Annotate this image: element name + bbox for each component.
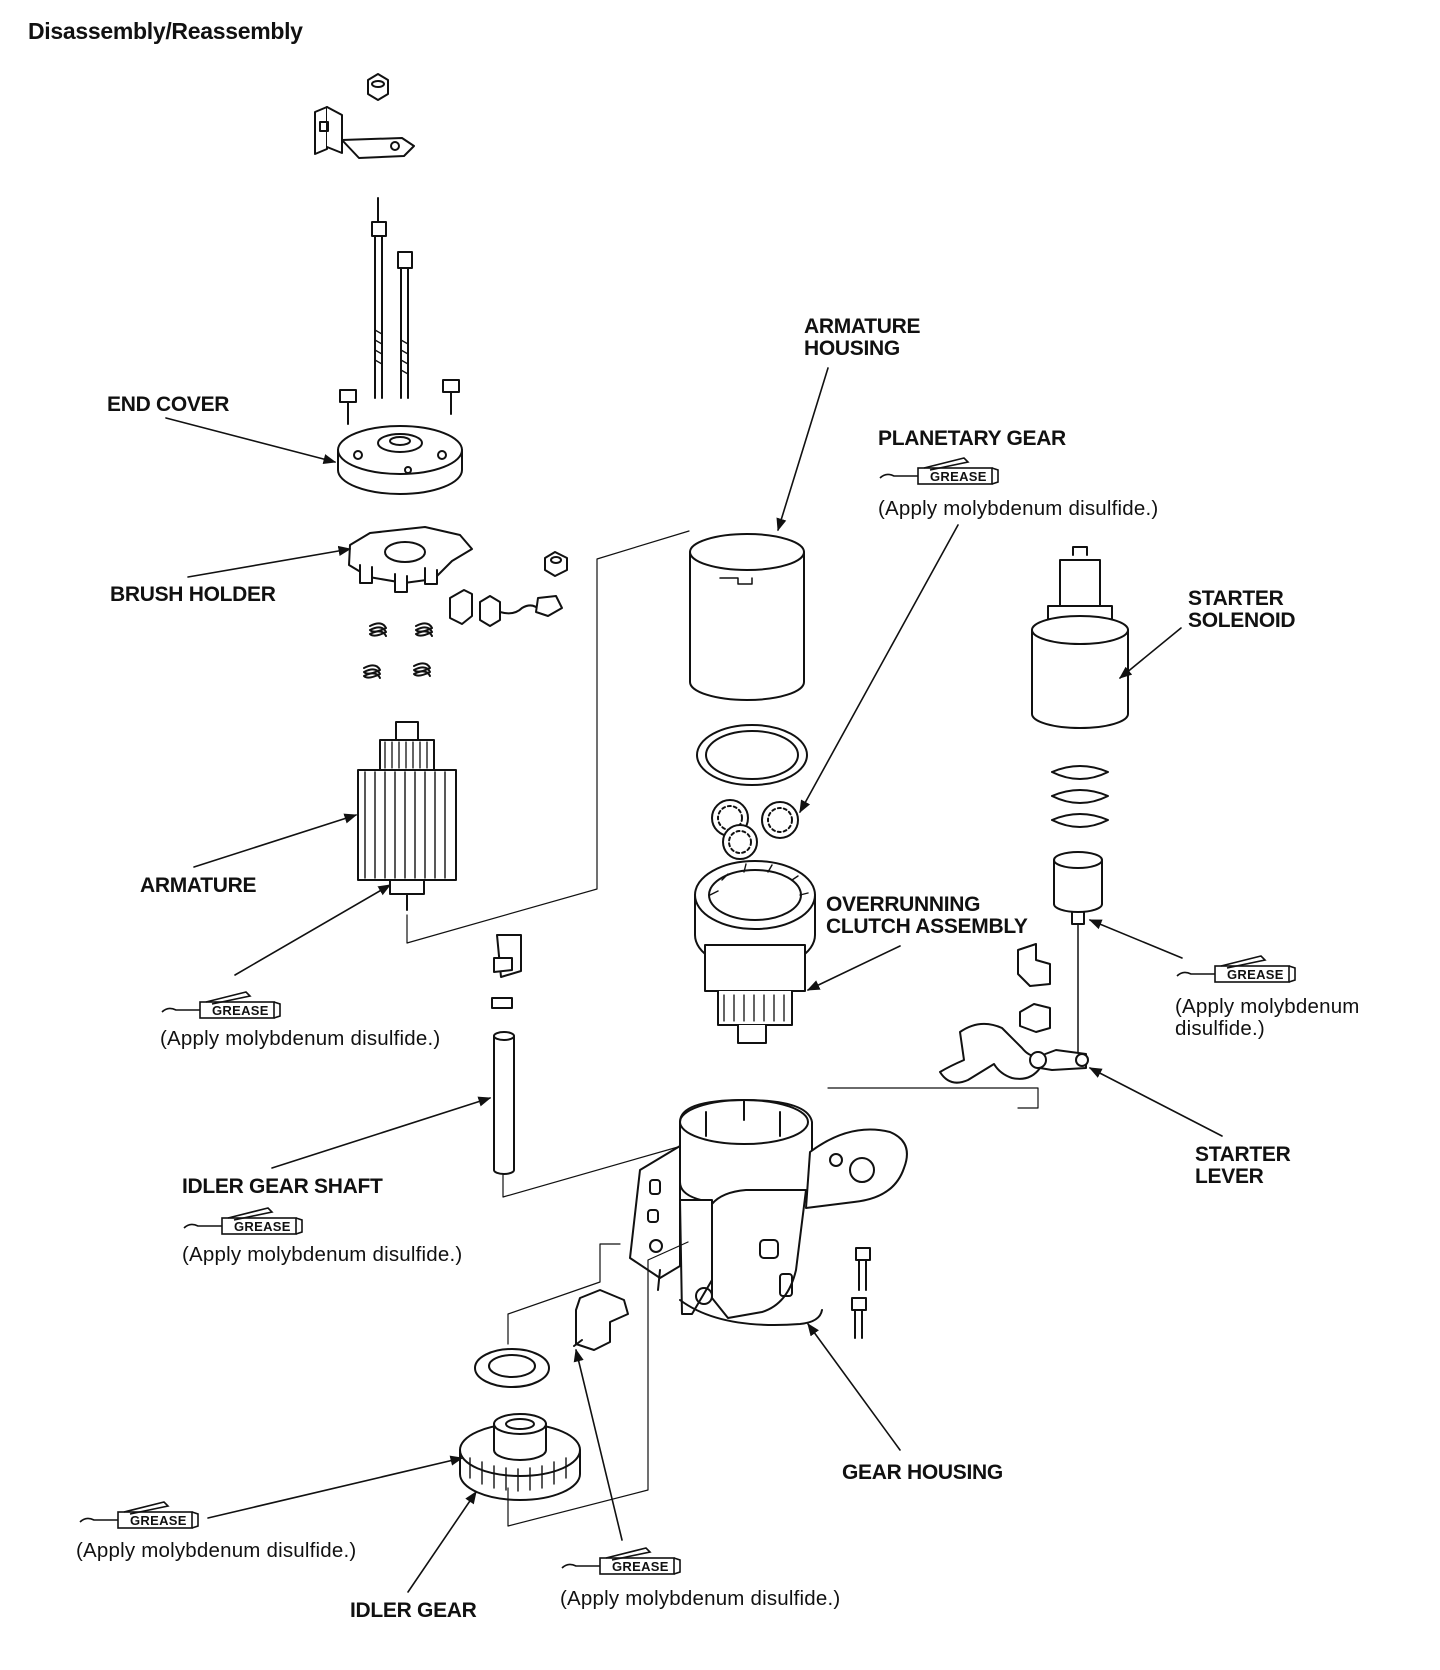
housing-bolts bbox=[851, 1247, 871, 1339]
grease-badge-retainer: GREASE bbox=[560, 1546, 682, 1578]
label-end-cover: END COVER bbox=[107, 393, 230, 416]
brush-lead bbox=[449, 589, 563, 627]
screw-right bbox=[442, 379, 460, 415]
grease-badge-armature: GREASE bbox=[160, 990, 282, 1022]
starter-lever-part bbox=[939, 1022, 1089, 1084]
terminal-bracket bbox=[314, 106, 415, 159]
grease-badge-plunger: GREASE bbox=[1175, 954, 1297, 986]
grease-badge-idler-gear: GREASE bbox=[78, 1500, 200, 1532]
thrust-washer bbox=[474, 1348, 550, 1388]
plunger-part bbox=[1053, 851, 1103, 1063]
note-idler-gear-shaft: (Apply molybdenum disulfide.) bbox=[182, 1243, 463, 1266]
label-armature: ARMATURE bbox=[140, 874, 257, 897]
note-planetary-gear: (Apply molybdenum disulfide.) bbox=[878, 497, 1159, 520]
lever-dampers bbox=[1017, 943, 1051, 1033]
callout-arrows bbox=[165, 367, 1223, 1593]
grease-badge-planetary: GREASE bbox=[878, 456, 1000, 488]
terminal-nut bbox=[367, 73, 389, 101]
idler-gear-shaft-part bbox=[493, 1031, 515, 1175]
label-idler-gear-shaft: IDLER GEAR SHAFT bbox=[182, 1175, 383, 1198]
grease-badge-shaft: GREASE bbox=[182, 1206, 304, 1238]
label-brush-holder: BRUSH HOLDER bbox=[110, 583, 276, 606]
page-title: Disassembly/Reassembly bbox=[28, 18, 303, 44]
brush-holder-part bbox=[348, 526, 473, 593]
grease-word: GREASE bbox=[234, 1219, 291, 1234]
armature-housing-part bbox=[689, 533, 805, 701]
through-bolt-1 bbox=[371, 197, 387, 399]
grease-word: GREASE bbox=[612, 1559, 669, 1574]
grease-word: GREASE bbox=[130, 1513, 187, 1528]
assembly-guide-lines bbox=[406, 530, 1039, 1527]
brush-springs bbox=[363, 622, 433, 679]
lock-nut bbox=[544, 551, 568, 577]
gear-housing-part bbox=[629, 1099, 908, 1326]
planetary-gears-part bbox=[711, 799, 799, 860]
note-armature: (Apply molybdenum disulfide.) bbox=[160, 1027, 441, 1050]
label-planetary-gear: PLANETARY GEAR bbox=[878, 427, 1066, 450]
label-idler-gear: IDLER GEAR bbox=[350, 1599, 477, 1622]
housing-seal-ring bbox=[696, 724, 808, 786]
screw-left bbox=[339, 389, 357, 425]
grease-word: GREASE bbox=[212, 1003, 269, 1018]
note-plunger: (Apply molybdenum disulfide.) bbox=[1175, 995, 1360, 1040]
through-bolt-2 bbox=[397, 251, 413, 399]
note-retainer: (Apply molybdenum disulfide.) bbox=[560, 1587, 841, 1610]
shaft-retainer bbox=[491, 934, 522, 1009]
label-overrunning-clutch: OVERRUNNING CLUTCH ASSEMBLY bbox=[826, 893, 1028, 938]
armature-part bbox=[357, 721, 457, 911]
grease-word: GREASE bbox=[930, 469, 987, 484]
note-idler-gear: (Apply molybdenum disulfide.) bbox=[76, 1539, 357, 1562]
grease-word: GREASE bbox=[1227, 967, 1284, 982]
solenoid-spring bbox=[1051, 765, 1109, 828]
label-starter-solenoid: STARTER SOLENOID bbox=[1188, 587, 1296, 632]
idler-retainer bbox=[573, 1289, 629, 1351]
end-cover bbox=[337, 425, 463, 495]
idler-gear-part bbox=[459, 1413, 581, 1501]
label-gear-housing: GEAR HOUSING bbox=[842, 1461, 1003, 1484]
overrunning-clutch-part bbox=[694, 860, 816, 1044]
label-starter-lever: STARTER LEVER bbox=[1195, 1143, 1291, 1188]
label-armature-housing: ARMATURE HOUSING bbox=[804, 315, 921, 360]
starter-solenoid-part bbox=[1031, 546, 1129, 729]
